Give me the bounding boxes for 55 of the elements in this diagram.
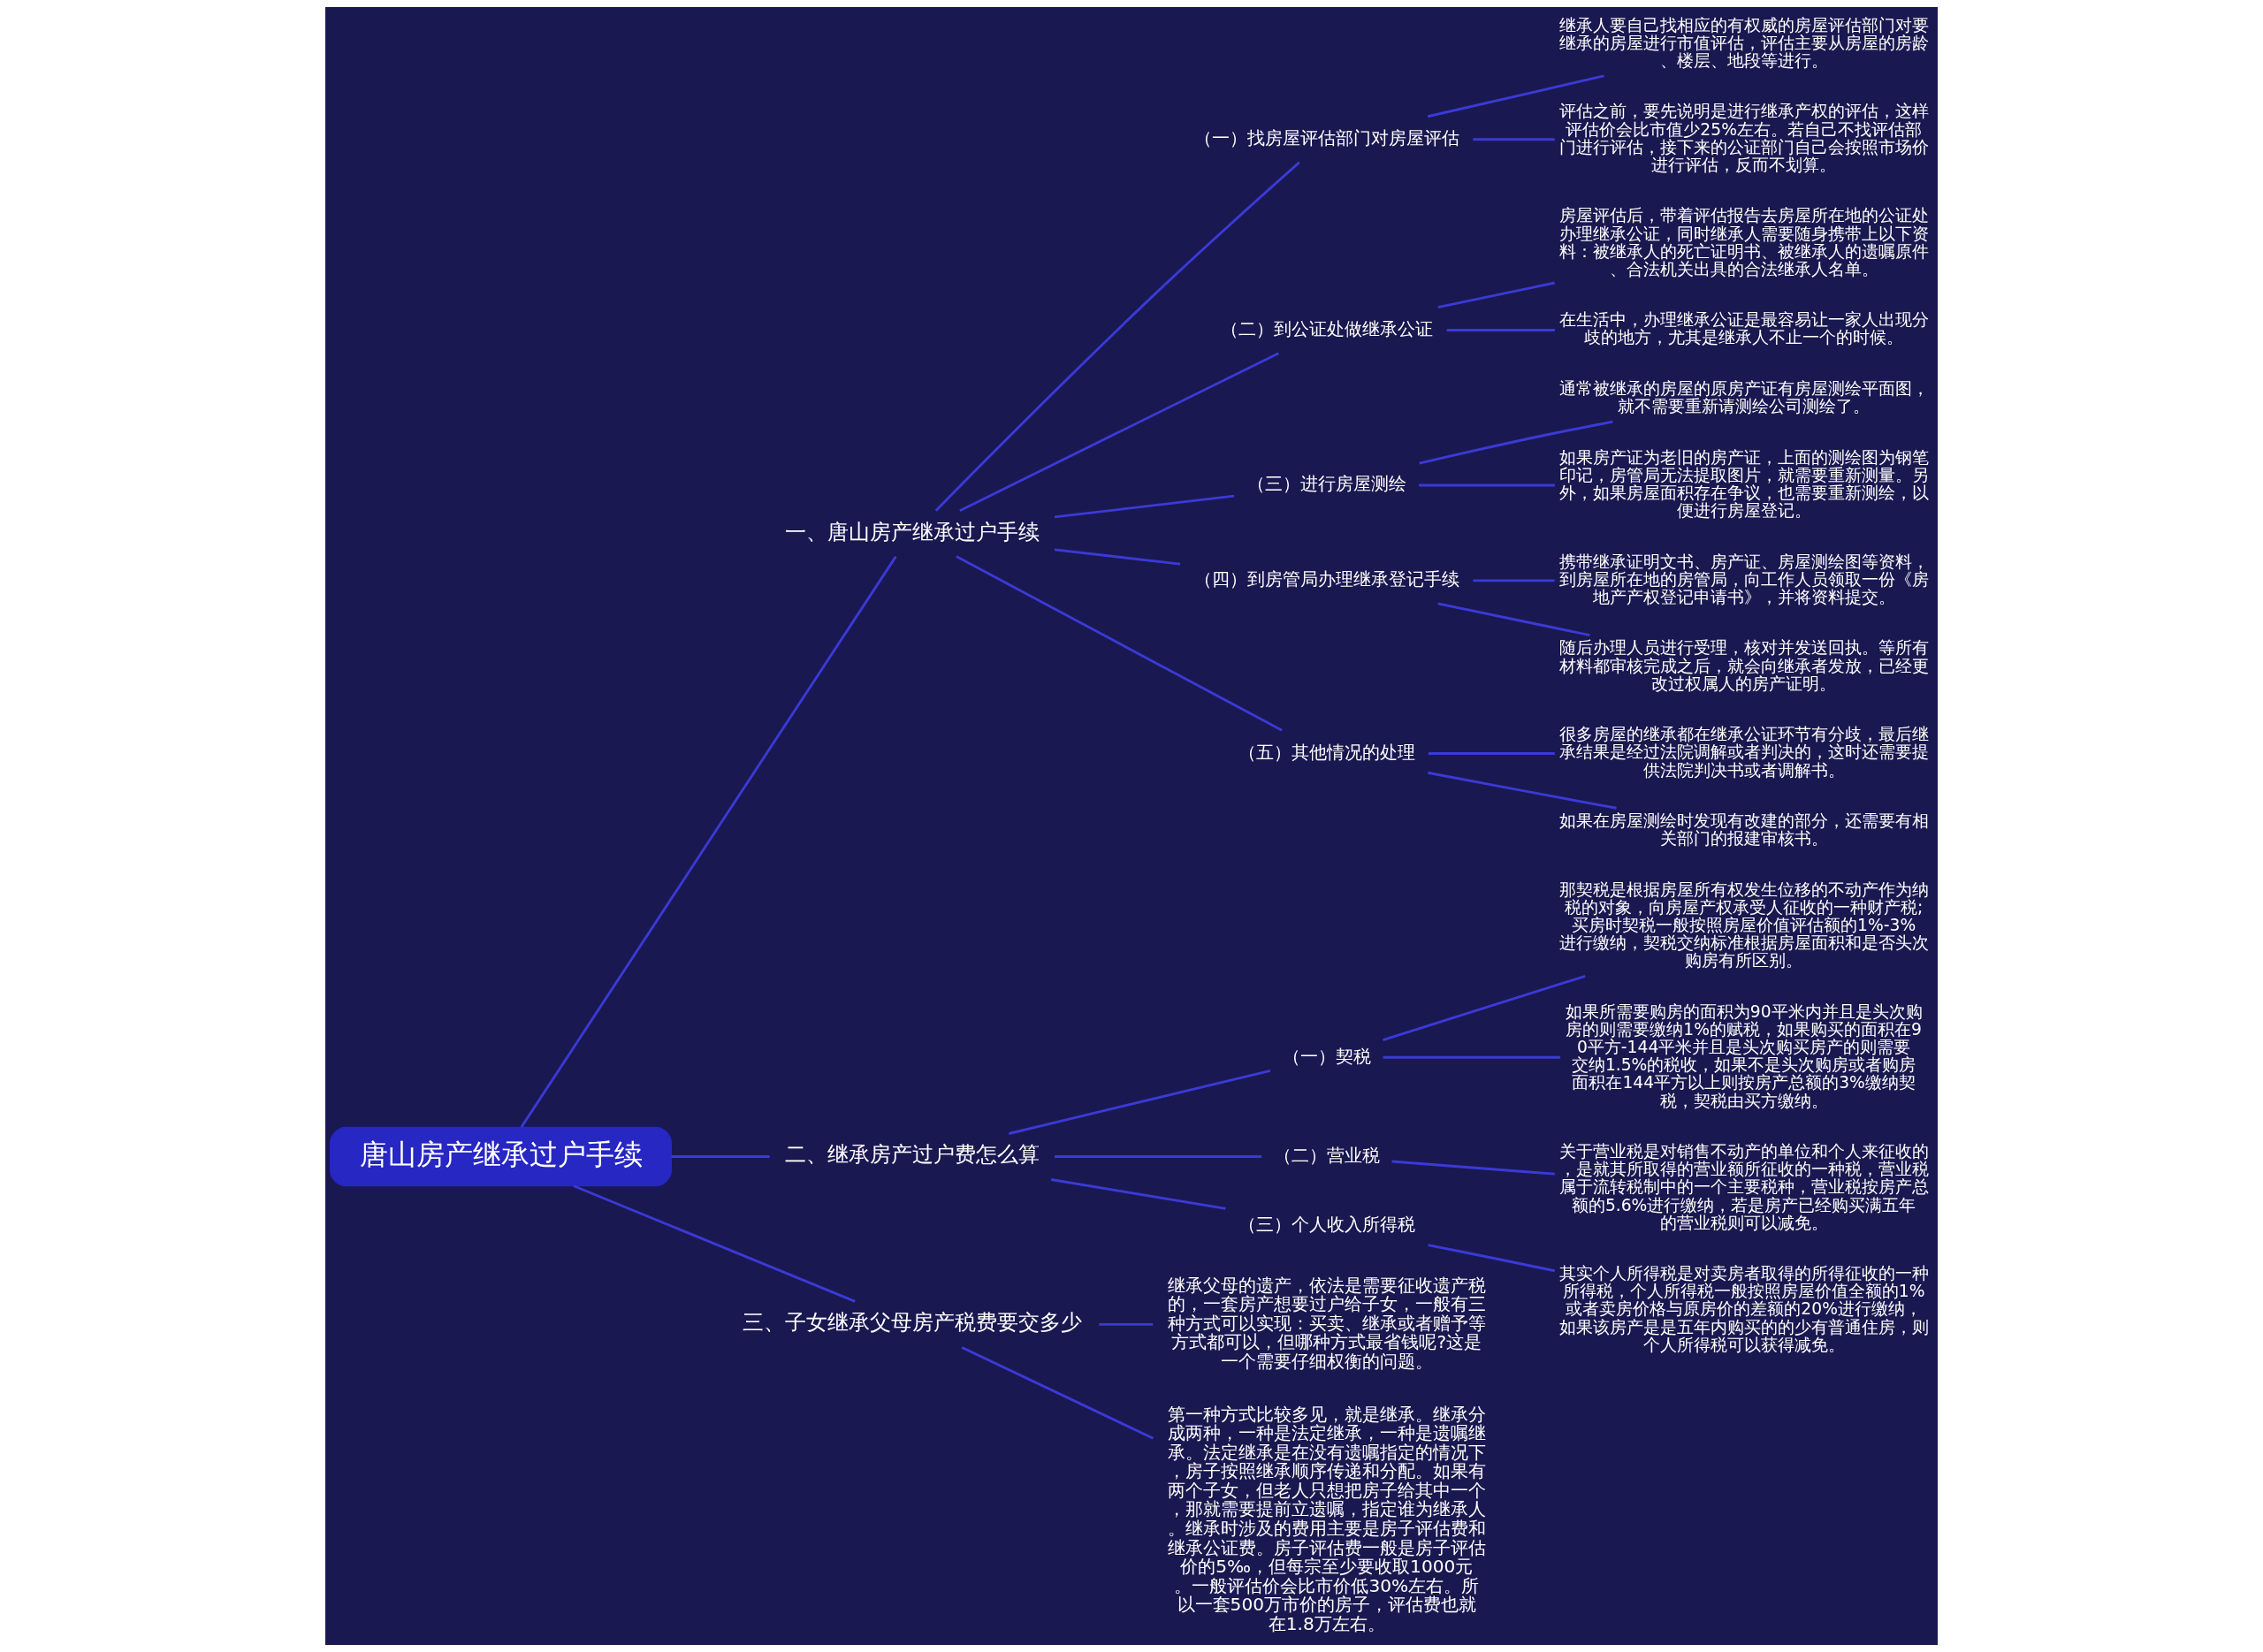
connector xyxy=(1009,1069,1271,1135)
connector xyxy=(1446,329,1555,331)
connector xyxy=(1054,548,1181,566)
connector xyxy=(961,1346,1154,1440)
connector xyxy=(1419,483,1555,487)
node-text: 关于营业税是对销售不动产的单位和个人来征收的，是就其所取得的营业额所征收的一种税，营业税属于流转税制中的一个主要税种，营业税按房产总额的5.6%进行缴纳，若是房产已经购买满五年的营业税则可以减免。 xyxy=(1558,1142,1929,1232)
node-text: 在生活中，办理继承公证是最容易让一家人出现分歧的地方，尤其是继承人不止一个的时候。 xyxy=(1558,310,1929,347)
node-text: 评估之前，要先说明是进行继承产权的评估，这样评估价会比市值少25%左右。若自己不找评估部门进行评估，接下来的公证部门自己会按照市场价进行评估，反而不划算。 xyxy=(1558,102,1929,174)
connector xyxy=(1473,138,1555,141)
connector xyxy=(1055,1155,1262,1158)
connector xyxy=(1437,602,1590,637)
node-text: （二）营业税 xyxy=(1273,1144,1380,1166)
node-text: 携带继承证明文书、房产证、房屋测绘图等资料，到房屋所在地的房管局，向工作人员领取一份《房地产产权登记申请书》，并将资料提交。 xyxy=(1558,552,1929,606)
node-text: （三）进行房屋测绘 xyxy=(1246,473,1406,495)
node-text: （二）到公证处做继承公证 xyxy=(1220,317,1433,339)
node-text: 二、继承房产过户费怎么算 xyxy=(784,1141,1040,1168)
connector xyxy=(1427,74,1604,118)
node-text: 第一种方式比较多见，就是继承。继承分成两种，一种是法定继承，一种是遗嘱继承。法定继承是在没有遗嘱指定的情况下，房子按照继承顺序传递和分配。如果有两个子女，但老人只想把房子给其中一个，那就需要提前立遗嘱，指定谁为继承人。继承时涉及的费用主要是房子评估费和继承公证费。房子评估费一般是房子评估价的5‰，但每宗至少要收取1000元。一般评估价会比市价低30%左右。所以一套500万市价的房子，评估费也就在1.8万左右。 xyxy=(1167,1403,1486,1634)
node-text: （四）到房管局办理继承登记手续 xyxy=(1193,568,1459,590)
connector xyxy=(1428,771,1617,810)
connector xyxy=(573,1184,856,1303)
node-text: （一）契税 xyxy=(1282,1045,1371,1067)
connector xyxy=(1419,420,1613,465)
node-text: 三、子女继承父母房产税费要交多少 xyxy=(742,1309,1082,1336)
node-text: 房屋评估后，带着评估报告去房屋所在地的公证处办理继承公证，同时继承人需要随身携带上以下资料：被继承人的死亡证明书、被继承人的遗嘱原件、合法机关出具的合法继承人名单。 xyxy=(1558,206,1929,278)
connector xyxy=(1391,1160,1555,1176)
node-text: 如果所需要购房的面积为90平米内并且是头次购房的则需要缴纳1%的赋税，如果购买的面积在90平方-144平米并且是头次购买房产的则需要交纳1.5%的税收，如果不是头次购房或者购房面积在144平方以上则按房产总额的3%缴纳契税，契税由买方缴纳。 xyxy=(1565,1001,1923,1110)
connector xyxy=(1473,579,1555,582)
node-text: 那契税是根据房屋所有权发生位移的不动产作为纳税的对象，向房屋产权承受人征收的一种财产税;买房时契税一般按照房屋价值评估额的1%-3%进行缴纳，契税交纳标准根据房屋面积和是否头次购房有所区别。 xyxy=(1558,879,1929,971)
connector xyxy=(1428,1244,1556,1273)
node-text: 很多房屋的继承都在继承公证环节有分歧，最后继承结果是经过法院调解或者判决的，这时还需要提供法院判决书或者调解书。 xyxy=(1558,725,1929,780)
connector xyxy=(1428,752,1555,755)
node-text: 通常被继承的房屋的原房产证有房屋测绘平面图，就不需要重新请测绘公司测绘了。 xyxy=(1558,378,1929,416)
node-text: 一、唐山房产继承过户手续 xyxy=(784,518,1040,544)
connector xyxy=(1050,1178,1226,1210)
node-box: 唐山房产继承过户手续 xyxy=(330,1126,672,1187)
node-text: 如果在房屋测绘时发现有改建的部分，还需要有相关部门的报建审核书。 xyxy=(1558,811,1929,849)
node-text: （三）个人收入所得税 xyxy=(1238,1213,1415,1235)
connector xyxy=(1437,281,1555,308)
connector xyxy=(1099,1322,1154,1326)
node-text: 其实个人所得税是对卖房者取得的所得征收的一种所得税，个人所得税一般按照房屋价值全额的1%或者卖房价格与原房价的差额的20%进行缴纳，如果该房产是是五年内购买的的少有普通住房，则个人所得税可以获得减免。 xyxy=(1558,1264,1929,1354)
node-text: （一）找房屋评估部门对房屋评估 xyxy=(1193,127,1459,149)
node-text: 继承人要自己找相应的有权威的房屋评估部门对要继承的房屋进行市值评估，评估主要从房屋的房龄、楼层、地段等进行。 xyxy=(1558,15,1929,70)
connector xyxy=(1383,1055,1561,1059)
connector xyxy=(1383,975,1586,1041)
connector xyxy=(671,1155,770,1158)
connector xyxy=(1054,494,1235,519)
connector xyxy=(959,352,1279,512)
node-text: 随后办理人员进行受理，核对并发送回执。等所有材料都审核完成之后，就会向继承者发放，已经更改过权属人的房产证明。 xyxy=(1558,638,1929,693)
node-text: （五）其他情况的处理 xyxy=(1238,741,1415,763)
node-text: 如果房产证为老旧的房产证，上面的测绘图为钢笔印记，房管局无法提取图片，就需要重新测量。另外，如果房屋面积存在争议，也需要重新测绘，以便进行房屋登记。 xyxy=(1558,447,1929,521)
connector xyxy=(956,555,1283,732)
connector xyxy=(934,161,1300,512)
node-text: 继承父母的遗产，依法是需要征收遗产税的，一套房产想要过户给子女，一般有三种方式可以实现：买卖、继承或者赠予等方式都可以，但哪种方式最省钱呢?这是一个需要仔细权衡的问题。 xyxy=(1167,1274,1486,1372)
connector xyxy=(520,555,897,1128)
